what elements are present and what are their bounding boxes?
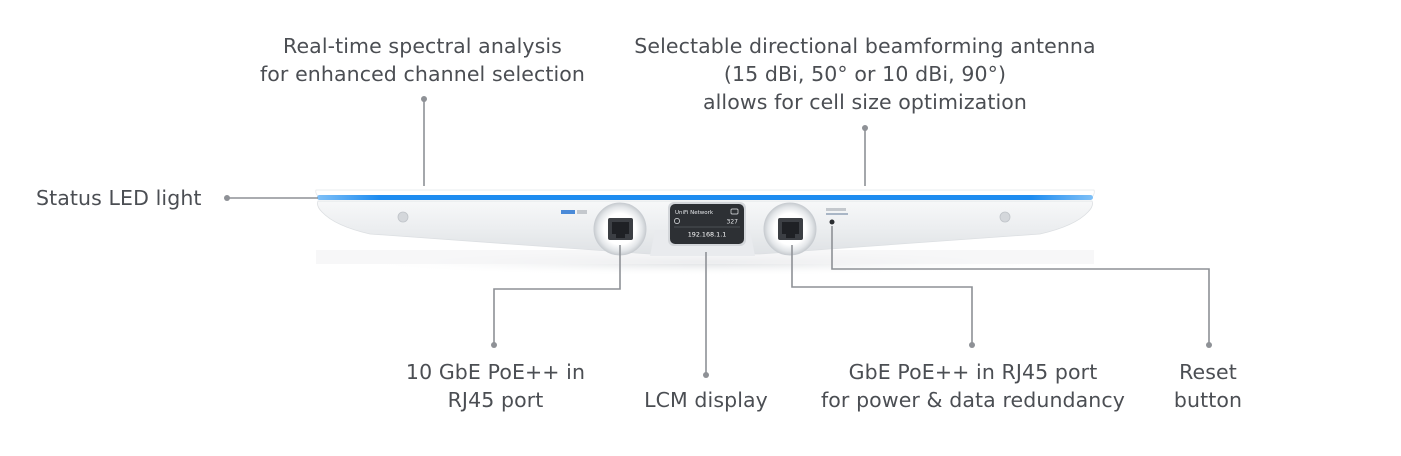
port-label-right [826, 213, 848, 215]
port-label-left [577, 210, 587, 214]
label-line: LCM display [644, 388, 768, 412]
rj45-10gbe-clip [616, 234, 625, 238]
leader-dot [224, 195, 230, 201]
lcm-network-text: UniFi Network [675, 210, 714, 216]
label-line: GbE PoE++ in RJ45 port [848, 360, 1098, 384]
status-led-strip [317, 195, 1093, 200]
lcm-window-icon [730, 208, 739, 215]
port-label-right [826, 208, 846, 211]
leader-dot [703, 372, 709, 378]
floor-shadow [316, 250, 1094, 264]
lcm-screen [670, 204, 744, 244]
label-line: Status LED light [36, 186, 202, 210]
rj45-gbe-clip [786, 234, 795, 238]
rj45-10gbe-jack [612, 222, 629, 234]
leader-line-gbe [791, 245, 973, 345]
globe-icon [674, 218, 680, 224]
label-line: Reset [1179, 360, 1237, 384]
label-line: allows for cell size optimization [702, 90, 1028, 114]
screw-hole-left [397, 211, 409, 223]
label-line: Real-time spectral analysis [283, 34, 562, 58]
leader-dot [862, 125, 868, 131]
label-10gbe-port: 10 GbE PoE++ in RJ45 port [388, 358, 603, 414]
leader-dot [491, 342, 497, 348]
leader-dot [421, 96, 427, 102]
port-label-left [561, 210, 575, 214]
leader-line-10gbe [493, 245, 621, 345]
label-lcm-display: LCM display [620, 386, 792, 414]
device-top-cap [315, 189, 1095, 197]
screw-hole-right [999, 211, 1011, 223]
label-beamforming-antenna: Selectable directional beamforming anten… [620, 32, 1110, 116]
label-line: RJ45 port [447, 388, 544, 412]
lcm-ip-text: 192.168.1.1 [688, 231, 727, 239]
label-spectral-analysis: Real-time spectral analysis for enhanced… [250, 32, 595, 88]
lcm-count-text: 327 [727, 219, 739, 226]
label-line: 10 GbE PoE++ in [405, 360, 586, 384]
leader-lines [227, 99, 1210, 375]
leader-line-reset [831, 226, 1210, 345]
leader-dot [1206, 342, 1212, 348]
leader-dot [969, 342, 975, 348]
label-status-led: Status LED light [36, 184, 226, 212]
rj45-gbe-jack [782, 222, 799, 234]
reset-button [829, 219, 835, 225]
leader-dots [224, 96, 1212, 378]
label-line: (15 dBi, 50° or 10 dBi, 90°) [723, 62, 1007, 86]
label-reset-button: Reset button [1150, 358, 1266, 414]
label-gbe-port: GbE PoE++ in RJ45 port for power & data … [808, 358, 1138, 414]
label-line: for enhanced channel selection [259, 62, 586, 86]
label-line: for power & data redundancy [820, 388, 1126, 412]
label-line: Selectable directional beamforming anten… [634, 34, 1096, 58]
label-line: button [1173, 388, 1243, 412]
